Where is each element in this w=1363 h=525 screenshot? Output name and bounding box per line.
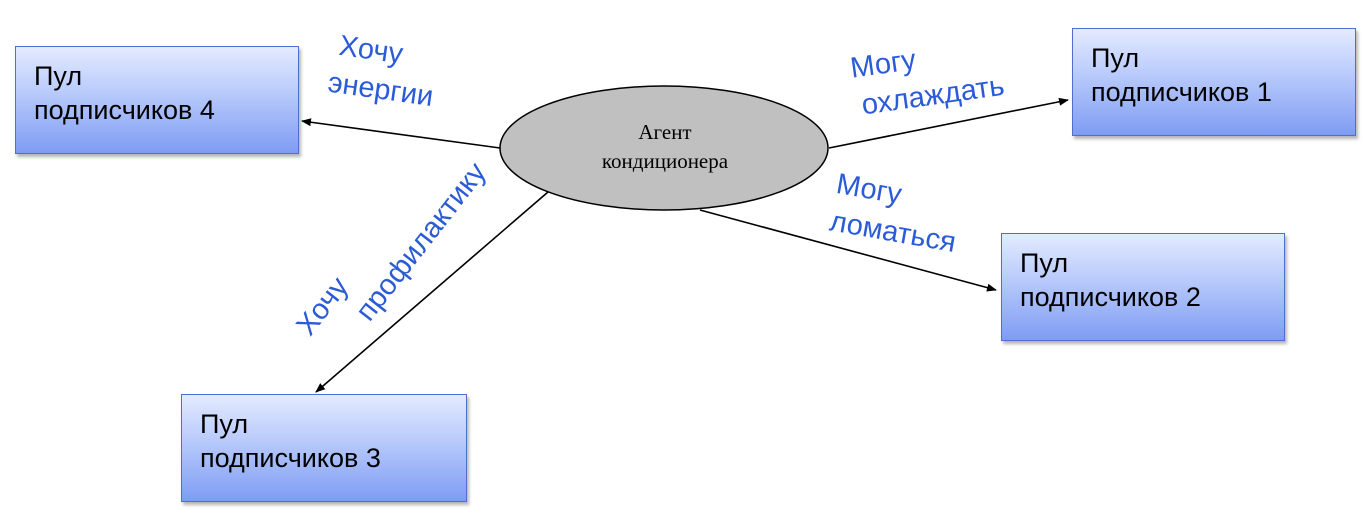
pool-2-label-line2: подписчиков 2 bbox=[1020, 282, 1201, 312]
pool-1-label-line2: подписчиков 1 bbox=[1091, 77, 1272, 107]
pool-3-label-line2: подписчиков 3 bbox=[200, 443, 381, 473]
subscriber-pool-2: Пул подписчиков 2 bbox=[1001, 233, 1285, 341]
pool-3-label-line1: Пул bbox=[200, 409, 249, 439]
arrow-to-pool-3 bbox=[315, 191, 549, 393]
agent-node-label: Агент кондиционера bbox=[500, 118, 830, 176]
arrow-to-pool-1 bbox=[828, 97, 1069, 149]
agent-node-label-line2: кондиционера bbox=[601, 149, 729, 173]
pool-1-label-line1: Пул bbox=[1091, 43, 1140, 73]
arrow-to-pool-2 bbox=[699, 209, 997, 292]
arrow-to-pool-4 bbox=[301, 118, 501, 149]
edge-label-want-energy: Хочу энергии bbox=[325, 26, 441, 116]
subscriber-pool-1: Пул подписчиков 1 bbox=[1072, 28, 1356, 136]
pool-4-label-line1: Пул bbox=[34, 61, 83, 91]
pool-2-label-line1: Пул bbox=[1020, 248, 1069, 278]
agent-node bbox=[499, 85, 829, 211]
pool-4-label-line2: подписчиков 4 bbox=[34, 95, 215, 125]
subscriber-pool-4: Пул подписчиков 4 bbox=[15, 46, 299, 154]
agent-node-label-line1: Агент bbox=[638, 120, 692, 144]
subscriber-pool-3: Пул подписчиков 3 bbox=[181, 394, 467, 502]
